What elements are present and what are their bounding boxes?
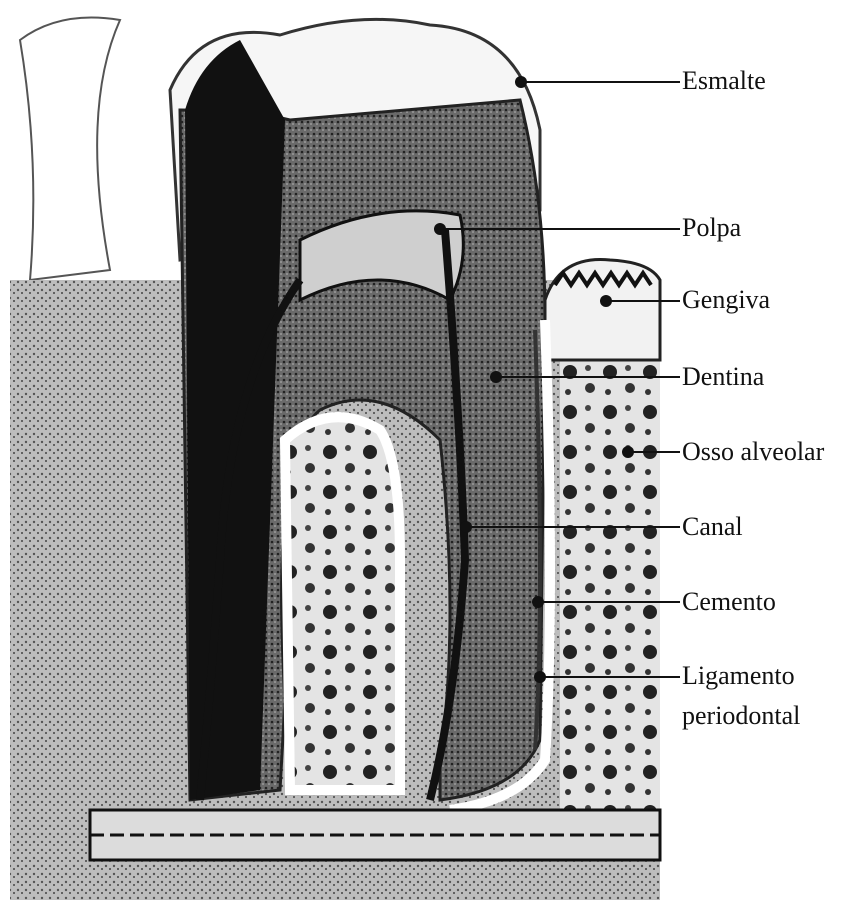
label-dentina: Dentina [682, 362, 764, 392]
label-polpa: Polpa [682, 213, 741, 243]
label-esmalte: Esmalte [682, 66, 766, 96]
label-cemento: Cemento [682, 587, 776, 617]
label-ligamento-line1: Ligamento [682, 661, 795, 691]
label-canal: Canal [682, 512, 743, 542]
label-gengiva: Gengiva [682, 285, 770, 315]
label-osso-alveolar: Osso alveolar [682, 437, 824, 467]
label-ligamento-line2: periodontal [682, 701, 800, 731]
